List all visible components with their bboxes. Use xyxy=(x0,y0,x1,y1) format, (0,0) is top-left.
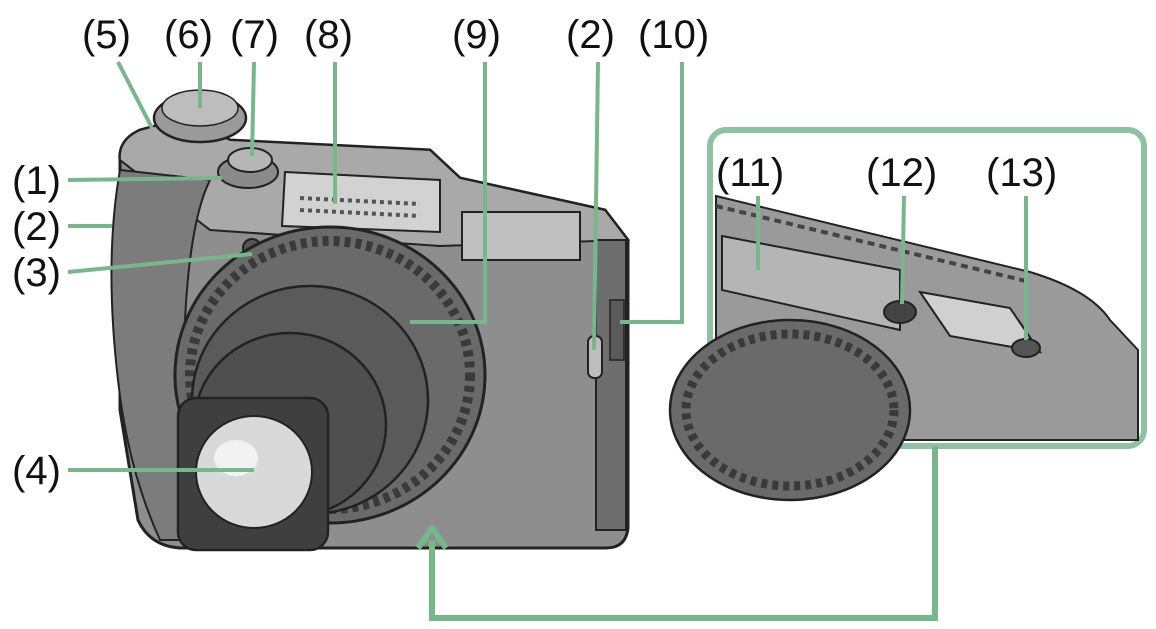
inset-speaker xyxy=(1011,338,1041,358)
top-controls xyxy=(152,89,441,234)
label-11: (11) xyxy=(716,151,784,195)
leader-line-1 xyxy=(67,176,223,182)
label-13: (13) xyxy=(986,151,1057,195)
label-4: (4) xyxy=(12,449,61,493)
leader-line-3 xyxy=(67,252,253,274)
inset-closeup xyxy=(668,127,1147,502)
hot-shoe-cover xyxy=(461,211,581,261)
flash-unit xyxy=(280,170,441,234)
inset-lens-ring xyxy=(668,318,912,502)
leader-line-7 xyxy=(250,61,256,157)
shutter-button xyxy=(227,147,273,173)
leader-lines xyxy=(67,61,684,472)
leader-line-5 xyxy=(116,61,154,129)
label-3: (3) xyxy=(12,251,61,295)
label-10: (10) xyxy=(638,13,709,57)
label-2b: (2) xyxy=(566,13,615,57)
leader-line-10 xyxy=(620,62,684,324)
camera-side-panel xyxy=(595,239,627,531)
inset-tripod-socket xyxy=(883,300,917,324)
label-8: (8) xyxy=(304,13,353,57)
label-1: (1) xyxy=(12,159,61,203)
label-9: (9) xyxy=(452,13,501,57)
arrow-up-icon xyxy=(415,525,449,550)
leader-line-2b xyxy=(592,61,600,351)
label-7: (7) xyxy=(230,13,279,57)
leader-line-12 xyxy=(900,195,906,305)
lens-glass-highlight xyxy=(214,440,258,476)
label-6: (6) xyxy=(164,13,213,57)
inset-hot-shoe xyxy=(917,290,1043,354)
inset-leader-lines xyxy=(756,195,1028,340)
callout-labels: (1) (2) (3) (4) (5) (6) (7) (8) (9) (2) … xyxy=(12,13,1057,493)
inset-edge xyxy=(715,204,1031,284)
label-12: (12) xyxy=(866,151,937,195)
side-door xyxy=(609,299,625,361)
inset-lens-knurl xyxy=(681,329,899,491)
control-ring-knurl xyxy=(185,236,475,514)
leader-line-9 xyxy=(410,62,487,324)
inset-connector-line xyxy=(429,446,938,621)
inset-flash-panel xyxy=(721,234,901,332)
inset-connector xyxy=(415,446,938,621)
lens-assembly xyxy=(173,225,487,552)
label-2a: (2) xyxy=(12,205,61,249)
label-5: (5) xyxy=(82,13,131,57)
